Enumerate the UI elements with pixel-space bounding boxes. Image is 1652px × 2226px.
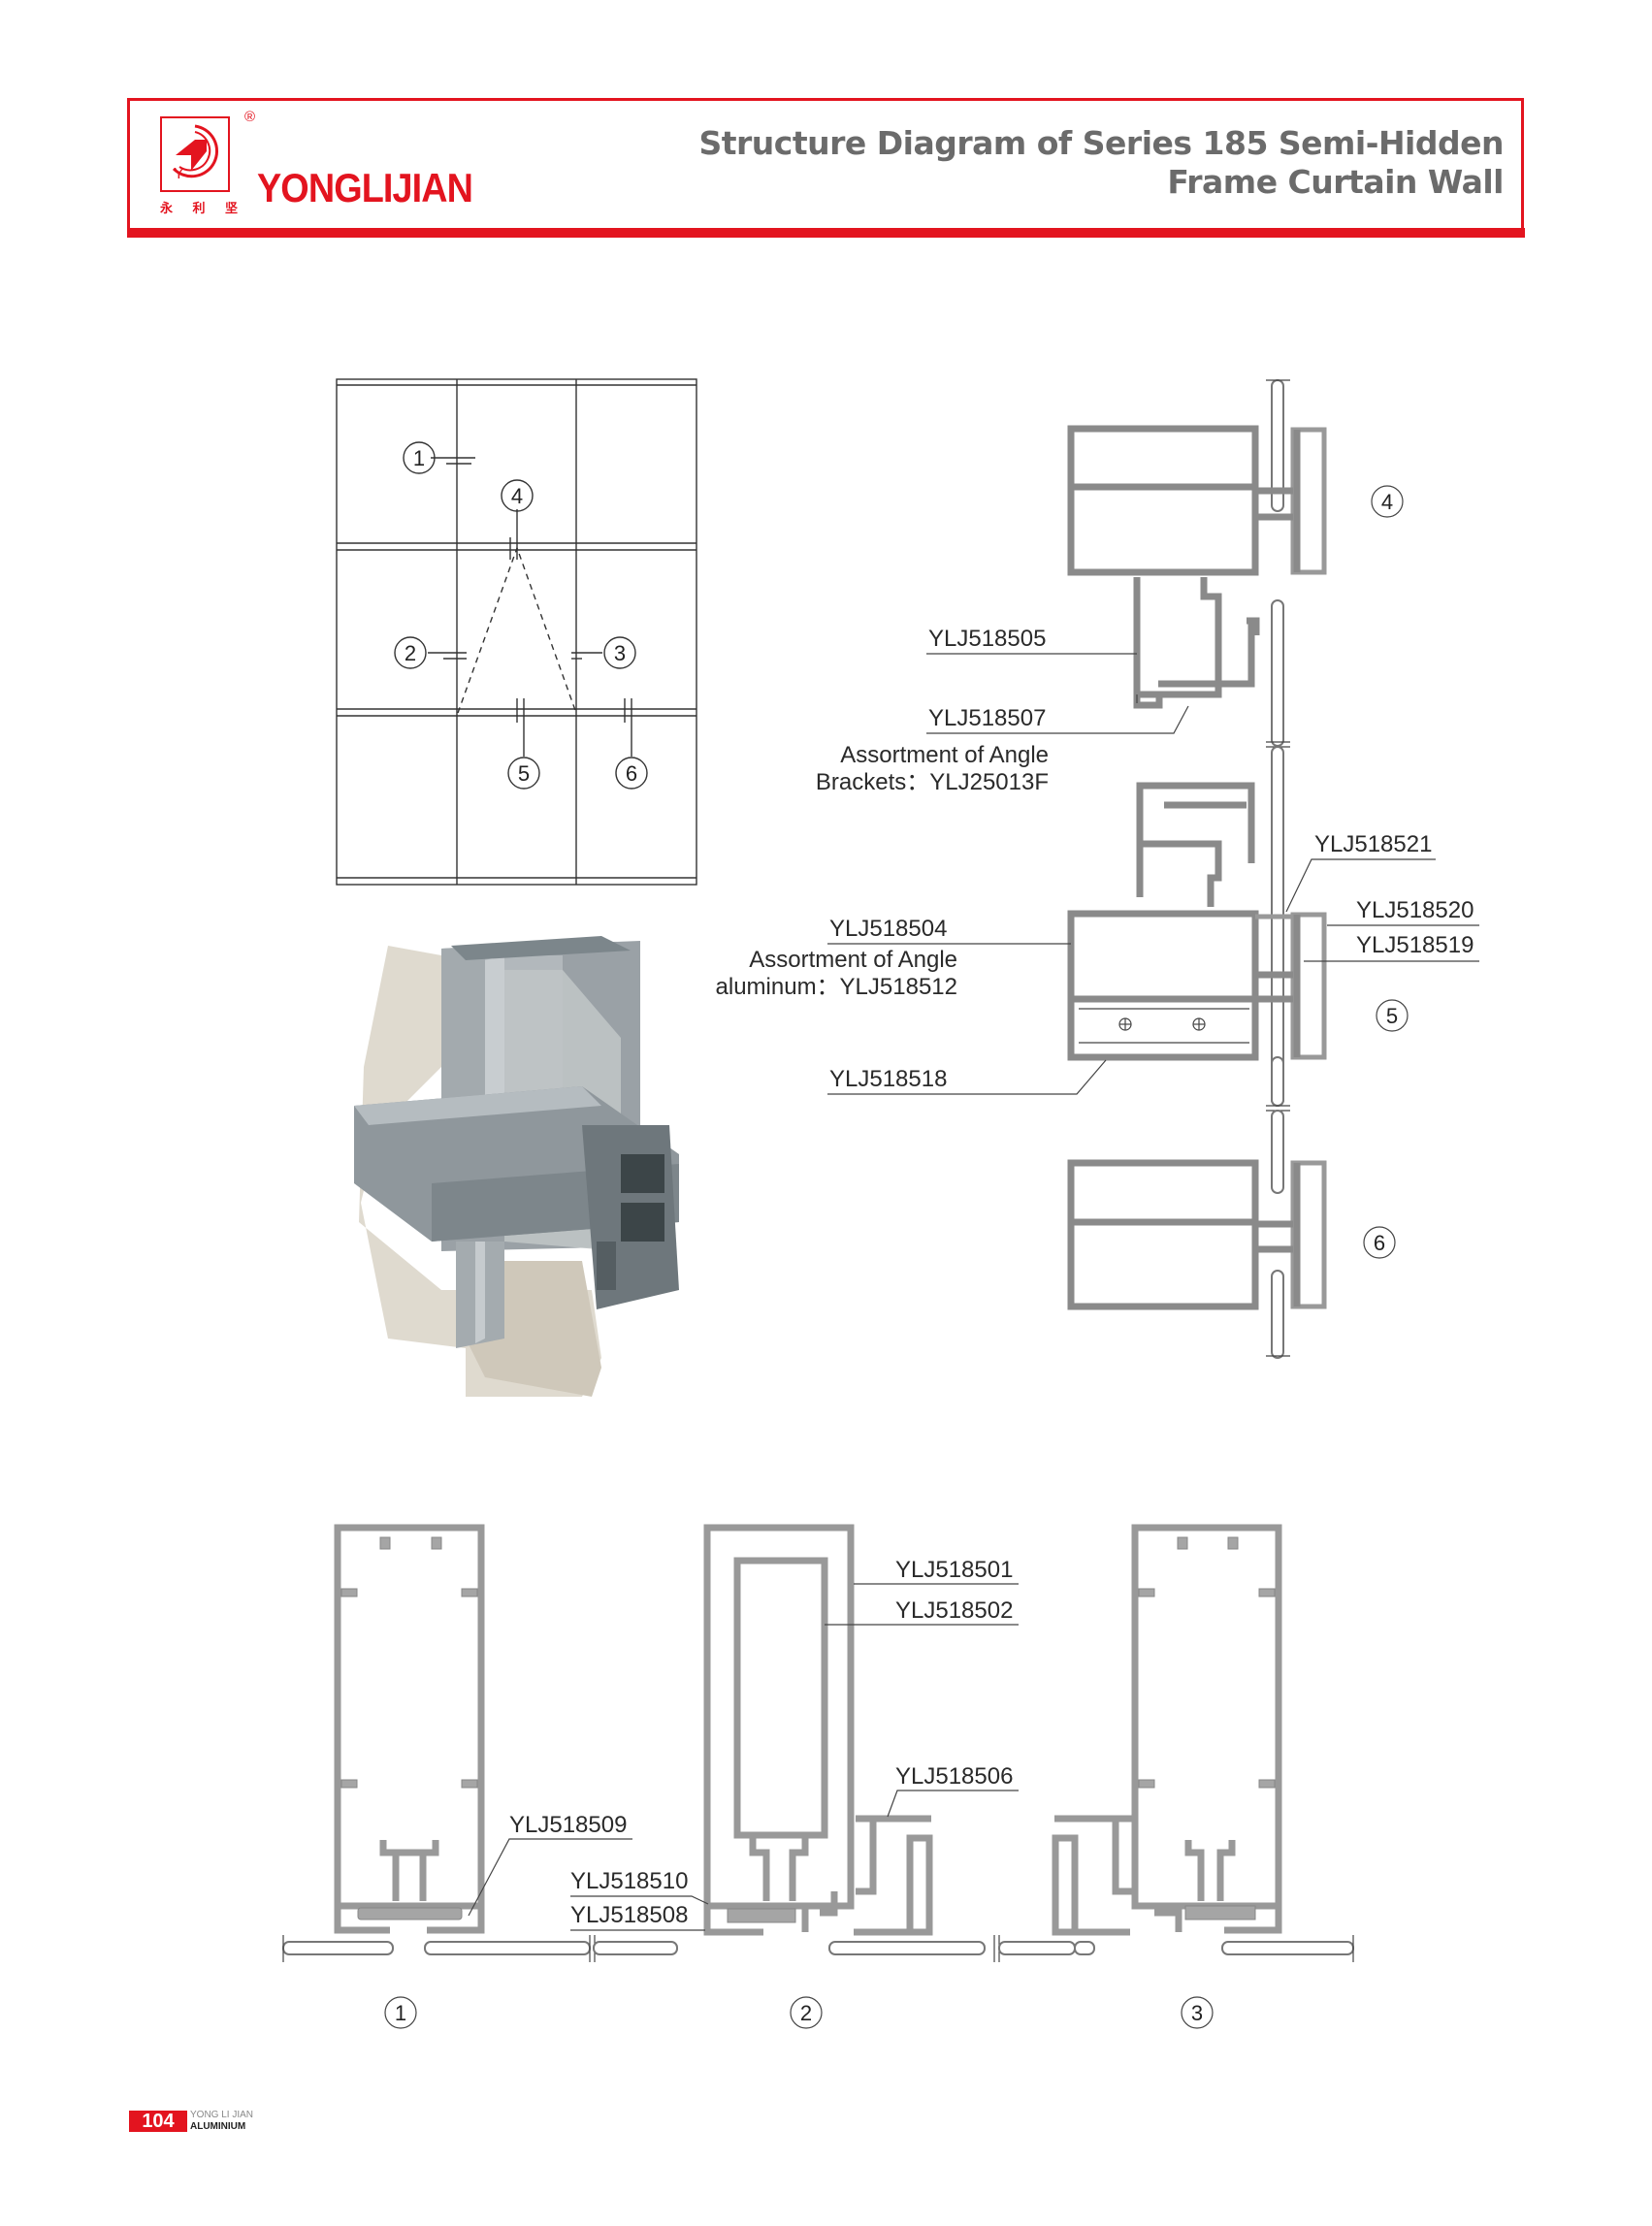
header-accent-bar xyxy=(127,228,1525,238)
detail-callout-4: 4 xyxy=(1381,490,1393,514)
grid-callout-5: 5 xyxy=(518,761,530,786)
label-ylj518510: YLJ518510 xyxy=(570,1868,689,1894)
grid-callout-1: 1 xyxy=(413,446,425,470)
footer-brand-line1: YONG LI JIAN xyxy=(190,2110,254,2120)
brand-name: YONGLIJIAN xyxy=(257,165,473,210)
label-ylj518508: YLJ518508 xyxy=(570,1902,689,1928)
grid-callout-4: 4 xyxy=(511,484,523,508)
label-ylj518501: YLJ518501 xyxy=(895,1557,1014,1583)
brand-chinese-char: 永 xyxy=(160,201,174,215)
angle-bracket-profile xyxy=(1136,782,1255,907)
label-ylj518520: YLJ518520 xyxy=(1356,897,1474,923)
label-ylj518509: YLJ518509 xyxy=(509,1812,628,1838)
detail-6-profile xyxy=(1067,1159,1327,1310)
brand-chinese-char: 利 xyxy=(192,201,206,215)
page-title: Structure Diagram of Series 185 Semi-Hid… xyxy=(698,124,1504,202)
label-angle-aluminum-line2: aluminum：YLJ518512 xyxy=(715,974,957,1000)
page-title-line2: Frame Curtain Wall xyxy=(1167,163,1504,201)
svg-text:Y: Y xyxy=(174,166,184,182)
detail-1-profile xyxy=(334,1524,485,1934)
detail-5-profile xyxy=(1067,910,1327,1061)
page-number: 104 xyxy=(129,2111,187,2132)
grid-callout-2: 2 xyxy=(405,641,416,665)
label-ylj518507: YLJ518507 xyxy=(928,705,1047,731)
page-title-line1: Structure Diagram of Series 185 Semi-Hid… xyxy=(698,124,1504,162)
label-ylj518521: YLJ518521 xyxy=(1314,831,1433,857)
registered-mark: ® xyxy=(244,109,256,125)
footer-brand-line2: ALUMINIUM xyxy=(190,2121,246,2132)
header-frame xyxy=(127,98,1524,230)
detail-3-profile xyxy=(1052,1524,1282,1936)
brand-logo-icon: Y xyxy=(160,116,230,192)
grid-callout-3: 3 xyxy=(614,641,626,665)
detail-callout-5: 5 xyxy=(1386,1004,1398,1028)
label-ylj518506: YLJ518506 xyxy=(895,1763,1014,1790)
label-ylj518505: YLJ518505 xyxy=(928,626,1047,652)
label-ylj518519: YLJ518519 xyxy=(1356,932,1474,958)
label-ylj518502: YLJ518502 xyxy=(895,1597,1014,1624)
label-ylj518504: YLJ518504 xyxy=(829,916,948,942)
brand-chinese: 永 利 坚 xyxy=(160,198,238,216)
brand-chinese-char: 坚 xyxy=(224,201,238,215)
detail-callout-1: 1 xyxy=(395,2001,406,2025)
detail-callout-3: 3 xyxy=(1191,2001,1203,2025)
detail-callout-6: 6 xyxy=(1374,1231,1385,1255)
label-ylj518518: YLJ518518 xyxy=(829,1066,948,1092)
label-angle-brackets-line2: Brackets：YLJ25013F xyxy=(815,769,1049,795)
label-angle-brackets-line1: Assortment of Angle xyxy=(840,742,1049,768)
detail-2-profile xyxy=(703,1524,933,1936)
grid-callout-6: 6 xyxy=(626,761,637,786)
detail-callout-2: 2 xyxy=(800,2001,812,2025)
label-angle-aluminum-line1: Assortment of Angle xyxy=(749,947,957,973)
detail-4-profile xyxy=(1067,425,1327,709)
